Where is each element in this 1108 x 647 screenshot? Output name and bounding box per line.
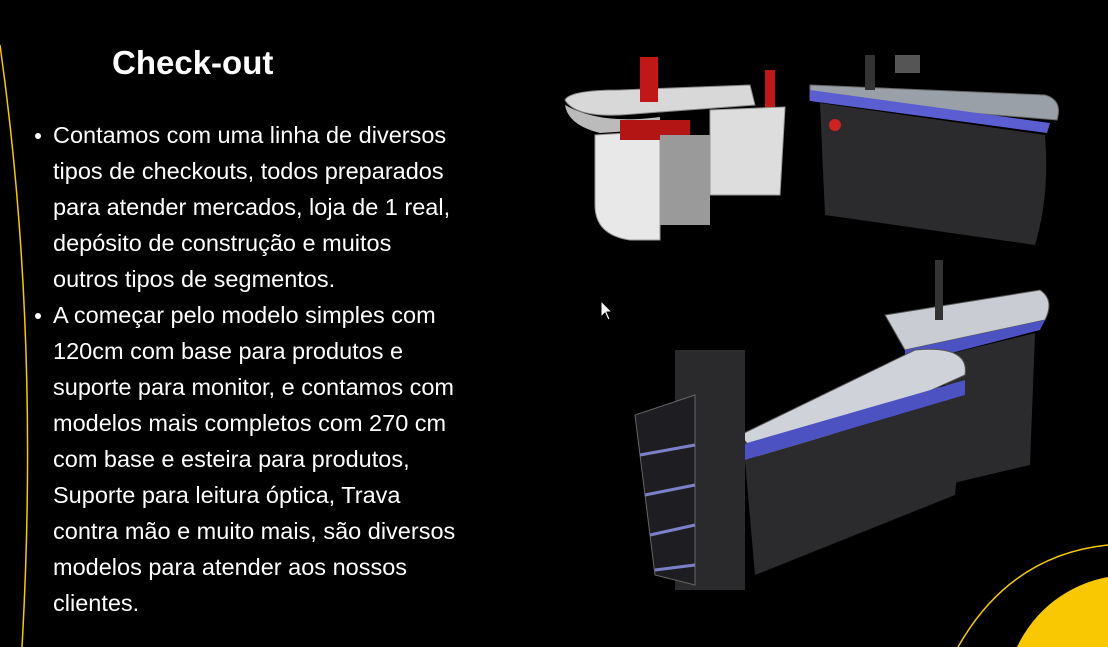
text-line: modelos mais completos com 270 cm (53, 410, 447, 436)
text-line: depósito de construção e muitos (53, 230, 392, 256)
bullet-dot-icon (35, 313, 41, 319)
text-line: Suporte para leitura óptica, Trava (53, 482, 401, 508)
bullet-dot-icon (35, 133, 41, 139)
left-arc-line (0, 44, 29, 647)
text-line: clientes. (53, 590, 140, 616)
text-line: com base e esteira para produtos, (53, 446, 410, 472)
text-line: outros tipos de segmentos. (53, 266, 336, 292)
mouse-cursor-icon (600, 300, 614, 321)
text-line: modelos para atender aos nossos (53, 554, 408, 580)
text-line: tipos de checkouts, todos preparados (53, 158, 444, 184)
bullet-list: Contamos com uma linha de diversos tipos… (30, 117, 455, 621)
large-checkout-image (634, 260, 1050, 590)
slide-title: Check-out (112, 44, 274, 81)
text-line: suporte para monitor, e contamos com (53, 374, 455, 400)
bullet-item: Contamos com uma linha de diversos tipos… (30, 117, 455, 297)
text-line: 120cm com base para produtos e (53, 338, 404, 364)
text-line: A começar pelo modelo simples com (53, 302, 436, 328)
white-checkout-image (564, 57, 786, 241)
text-line: para atender mercados, loja de 1 real, (53, 194, 451, 220)
corner-yellow-circle (1017, 577, 1108, 647)
text-line: contra mão e muito mais, são diversos (53, 518, 456, 544)
bullet-item: A começar pelo modelo simples com 120cm … (30, 297, 455, 621)
corner-arc-line (957, 544, 1108, 647)
text-line: Contamos com uma linha de diversos (53, 122, 447, 148)
dark-checkout-image (809, 55, 1059, 245)
